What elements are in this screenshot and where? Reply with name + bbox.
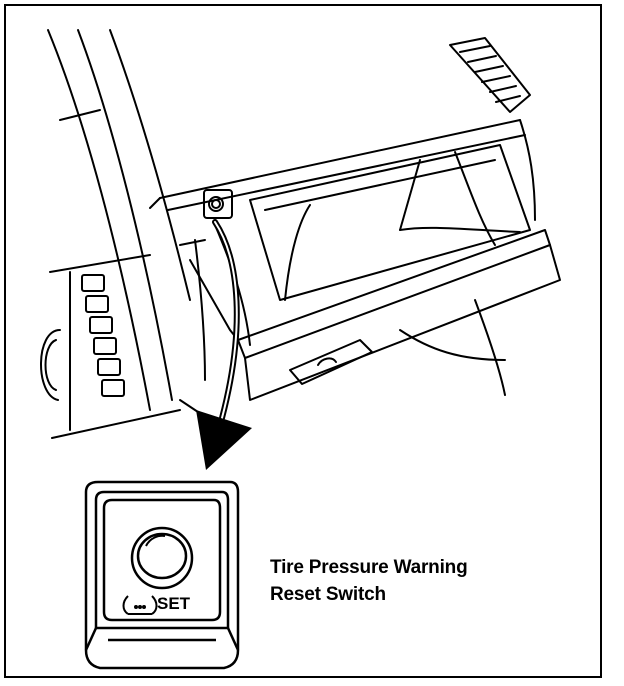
callout-label-line-1: Tire Pressure Warning (270, 557, 468, 578)
switch-location (204, 190, 232, 218)
tire-pressure-warning-icon (124, 596, 157, 614)
reset-switch-closeup (86, 482, 238, 668)
set-label: SET (157, 594, 191, 613)
callout-label-line-2: Reset Switch (270, 584, 386, 605)
a-pillar (48, 30, 190, 410)
glove-box (180, 145, 560, 420)
center-console (41, 110, 180, 438)
callout-arrow (196, 222, 252, 470)
upper-dashboard (150, 38, 535, 220)
